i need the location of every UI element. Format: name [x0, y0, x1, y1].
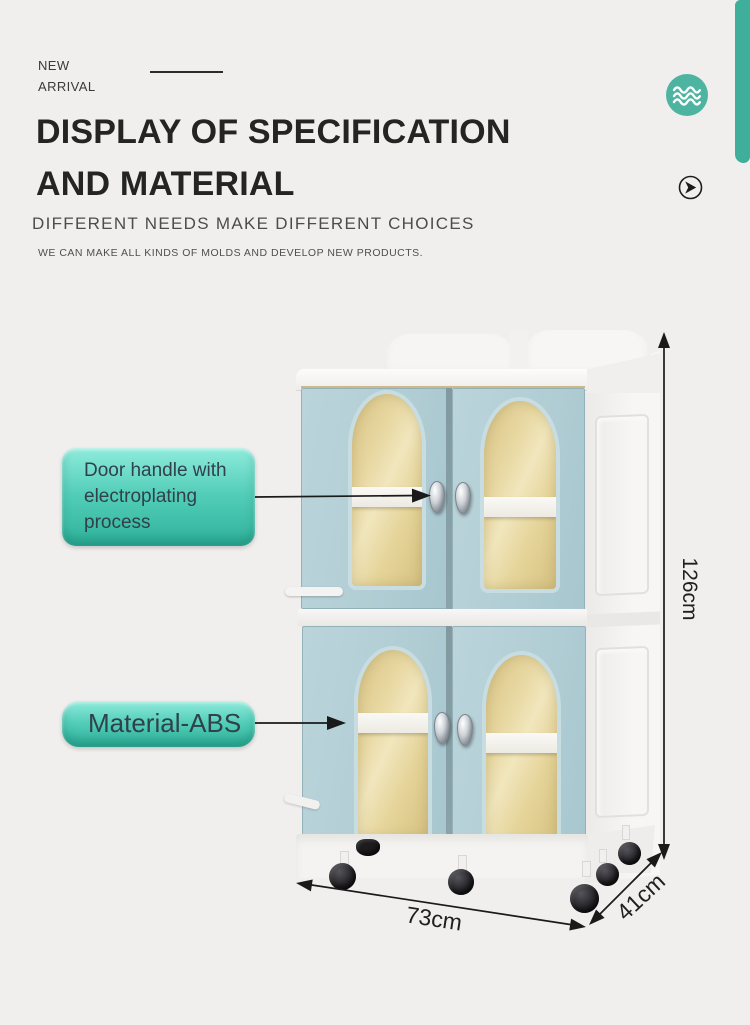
cap-trim-line [301, 386, 585, 388]
callout-line: process [84, 512, 151, 533]
badge-line-2: ARRIVAL [38, 79, 96, 94]
play-icon [678, 175, 703, 200]
top-cap-front [296, 369, 587, 390]
shelf-band [484, 497, 556, 517]
tagline: WE CAN MAKE ALL KINDS OF MOLDS AND DEVEL… [38, 247, 424, 259]
caster-wheel [356, 839, 380, 856]
new-arrival-badge: NEW ARRIVAL [38, 55, 95, 97]
callout-line: Door handle with [84, 460, 227, 481]
callout-door-handle: Door handle with electroplating process [62, 448, 255, 546]
door-handle-upper-right [455, 482, 471, 514]
caster-stem [582, 861, 591, 877]
window-upper-right [484, 401, 556, 589]
window-lower-right [486, 655, 557, 845]
caster-stem [599, 849, 607, 863]
product-image-cabinet [283, 325, 662, 913]
side-emboss-lower [595, 645, 649, 819]
door-handle-lower-left [434, 712, 450, 744]
caster-wheel [596, 863, 619, 886]
door-seam-upper [446, 388, 452, 609]
door-handle-lower-right [457, 714, 473, 746]
dimension-height: 126cm [678, 557, 701, 621]
shelf-band [358, 713, 428, 733]
caster-wheel [448, 869, 474, 895]
dimension-width: 73cm [404, 901, 464, 936]
callout-material-label: Material-ABS [88, 708, 242, 738]
caster-wheel [618, 842, 641, 865]
shelf-band [486, 733, 557, 753]
title-line-1: DISPLAY OF SPECIFICATION [36, 113, 511, 151]
page-title: DISPLAY OF SPECIFICATION AND MATERIAL [36, 106, 511, 210]
towel-bar [285, 587, 343, 596]
badge-line-1: NEW [38, 58, 70, 73]
waves-icon [666, 74, 708, 116]
window-lower-left [358, 650, 428, 838]
callout-line: electroplating [84, 486, 198, 507]
middle-band [298, 609, 587, 626]
side-emboss-upper [595, 413, 649, 597]
caster-wheel [570, 884, 599, 913]
callout-material: Material-ABS [62, 701, 255, 747]
accent-strip [735, 0, 750, 163]
door-seam-lower [446, 626, 452, 862]
subtitle: DIFFERENT NEEDS MAKE DIFFERENT CHOICES [32, 214, 475, 233]
title-line-2: AND MATERIAL [36, 165, 295, 203]
caster-stem [622, 825, 630, 840]
caster-wheel [329, 863, 356, 890]
window-upper-left [352, 394, 422, 586]
shelf-band [352, 487, 422, 507]
badge-rule [150, 71, 223, 73]
